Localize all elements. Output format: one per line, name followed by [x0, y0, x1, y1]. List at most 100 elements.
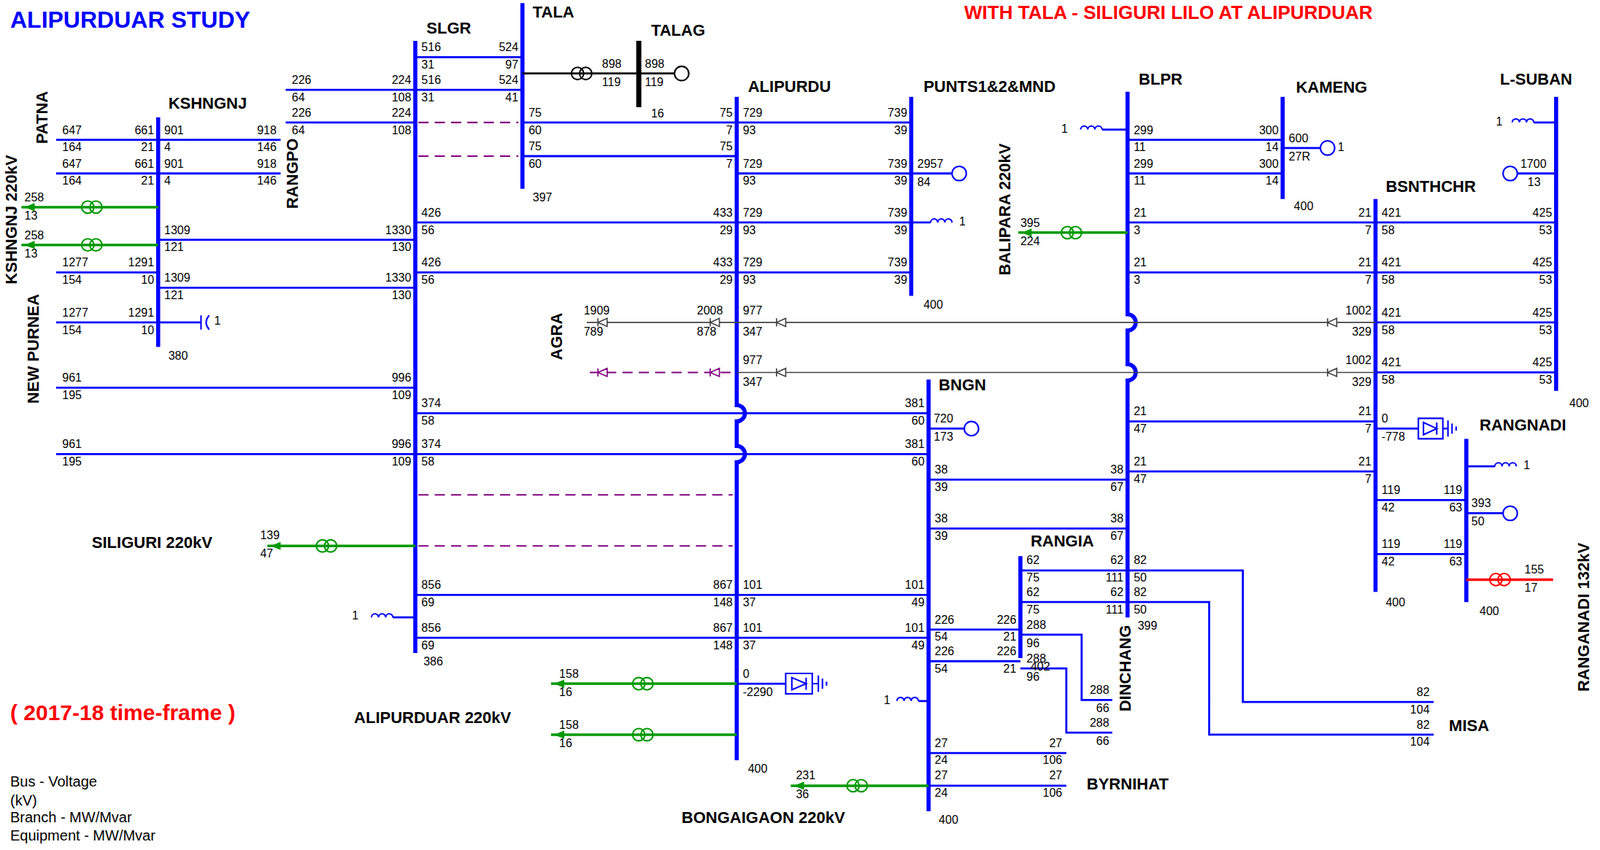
- generator-transformer-branch: [522, 72, 675, 75]
- flow-value: 60: [911, 415, 925, 428]
- flow-value: 27: [1048, 737, 1063, 750]
- flow-value: 38: [1110, 464, 1124, 476]
- flow-value: 16: [651, 108, 665, 120]
- flow-value: -2290: [743, 686, 773, 699]
- flow-value: 39: [894, 224, 908, 237]
- flow-value: 21: [1358, 405, 1372, 418]
- bus-name: TALA: [532, 4, 575, 21]
- bus-name: BLPR: [1138, 71, 1183, 88]
- flow-value: 27: [1048, 770, 1063, 782]
- flow-value: 918: [256, 158, 277, 171]
- flow-value: 75: [528, 107, 542, 119]
- flow-value: 400: [1385, 597, 1406, 609]
- flow-value: 54: [935, 663, 949, 676]
- bus-name: ALIPURDUAR 220kV: [354, 710, 511, 727]
- flow-value: 67: [1110, 530, 1124, 543]
- flow-value: 158: [559, 719, 579, 732]
- flow-value: 4: [164, 175, 171, 187]
- flow-value: 7: [726, 158, 733, 171]
- flow-value: 31: [421, 59, 435, 71]
- flow-value: 996: [391, 372, 412, 384]
- flow-value: 1: [1061, 123, 1068, 136]
- flow-value: 58: [421, 456, 435, 468]
- flow-value: 3: [1133, 224, 1141, 237]
- flow-value: 64: [291, 91, 306, 104]
- generator-symbol: [1320, 140, 1336, 156]
- flow-value: 38: [1110, 513, 1124, 525]
- bus-name: BYRNIHAT: [1086, 776, 1169, 793]
- flow-value: 50: [1133, 604, 1147, 617]
- flow-value: 37: [743, 640, 757, 652]
- flow-value: 39: [894, 124, 908, 137]
- flow-value: 62: [1110, 586, 1124, 599]
- flow-value: 148: [713, 597, 733, 609]
- flow-value: 63: [1448, 502, 1463, 514]
- flow-value: 58: [1381, 224, 1395, 237]
- flow-value: 224: [1020, 235, 1041, 248]
- flow-value: 433: [713, 256, 733, 269]
- generators: [674, 66, 1518, 521]
- flow-value: 1330: [385, 272, 412, 284]
- flow-value: 226: [291, 74, 312, 87]
- flow-value: 60: [911, 456, 925, 468]
- flow-value: 329: [1351, 326, 1372, 338]
- flow-value: 1: [1337, 141, 1345, 154]
- flow-value: 397: [532, 191, 553, 204]
- flow-value: 3: [1133, 274, 1141, 287]
- flow-value: 226: [997, 614, 1017, 627]
- flow-value: 119: [1381, 484, 1401, 497]
- ac-lines: [56, 56, 1557, 787]
- flow-value: 75: [528, 140, 542, 153]
- flow-value: 300: [1259, 124, 1279, 137]
- bus-name: RANGIA: [1030, 533, 1095, 550]
- flow-value: 7: [1364, 423, 1372, 436]
- flow-value: 918: [256, 124, 277, 137]
- flow-value: 82: [1416, 719, 1430, 732]
- flow-value: 1309: [164, 224, 191, 237]
- flow-value: 21: [1358, 207, 1372, 219]
- flow-value: 58: [421, 415, 435, 428]
- flow-value: 400: [1294, 200, 1314, 213]
- flow-value: 39: [894, 274, 908, 287]
- flow-value: 154: [62, 274, 82, 287]
- flow-value: 69: [421, 597, 435, 609]
- flow-value: 867: [713, 622, 733, 635]
- flow-value: 36: [795, 789, 809, 801]
- flow-value: 195: [62, 389, 82, 402]
- generator-symbol: [674, 66, 690, 82]
- flow-value: 421: [1381, 256, 1402, 269]
- flow-value: 42: [1381, 502, 1395, 514]
- flow-value: 898: [602, 58, 622, 71]
- flow-value: 50: [1471, 516, 1485, 528]
- flow-value: 1: [351, 610, 359, 622]
- study-note: WITH TALA - SILIGURI LILO AT ALIPURDUAR: [964, 2, 1373, 22]
- bus-name: MISA: [1448, 718, 1490, 735]
- flow-value: 425: [1532, 256, 1553, 269]
- flow-value: 53: [1538, 224, 1552, 237]
- flow-value: 21: [1133, 256, 1147, 269]
- flow-value: 24: [935, 754, 949, 767]
- bus-name: KAMENG: [1295, 79, 1368, 96]
- flow-value: 524: [498, 41, 519, 54]
- flow-value: 101: [743, 622, 763, 635]
- flow-value: 29: [719, 274, 733, 287]
- removed-lines: [418, 122, 733, 546]
- flow-value: 16: [559, 737, 573, 750]
- flow-value: 50: [1133, 572, 1147, 584]
- hvdc-valves: [597, 318, 1337, 377]
- flow-value: 31: [421, 91, 435, 104]
- flow-value: 381: [905, 438, 925, 451]
- flow-value: 739: [887, 207, 908, 219]
- flow-value: 21: [140, 141, 155, 154]
- flow-value: 386: [423, 656, 444, 668]
- flow-value: 93: [743, 175, 757, 187]
- generator-symbol: [964, 421, 979, 437]
- flow-value: 329: [1351, 376, 1372, 389]
- bus-name: PATNA: [35, 90, 52, 144]
- flow-value: 21: [1358, 256, 1372, 269]
- transformer-branches: [21, 207, 1128, 787]
- bus-name: RANGNADI: [1479, 417, 1567, 434]
- flow-value: 395: [1020, 217, 1041, 230]
- flow-value: 1277: [62, 256, 89, 269]
- flow-value: 13: [1527, 176, 1541, 189]
